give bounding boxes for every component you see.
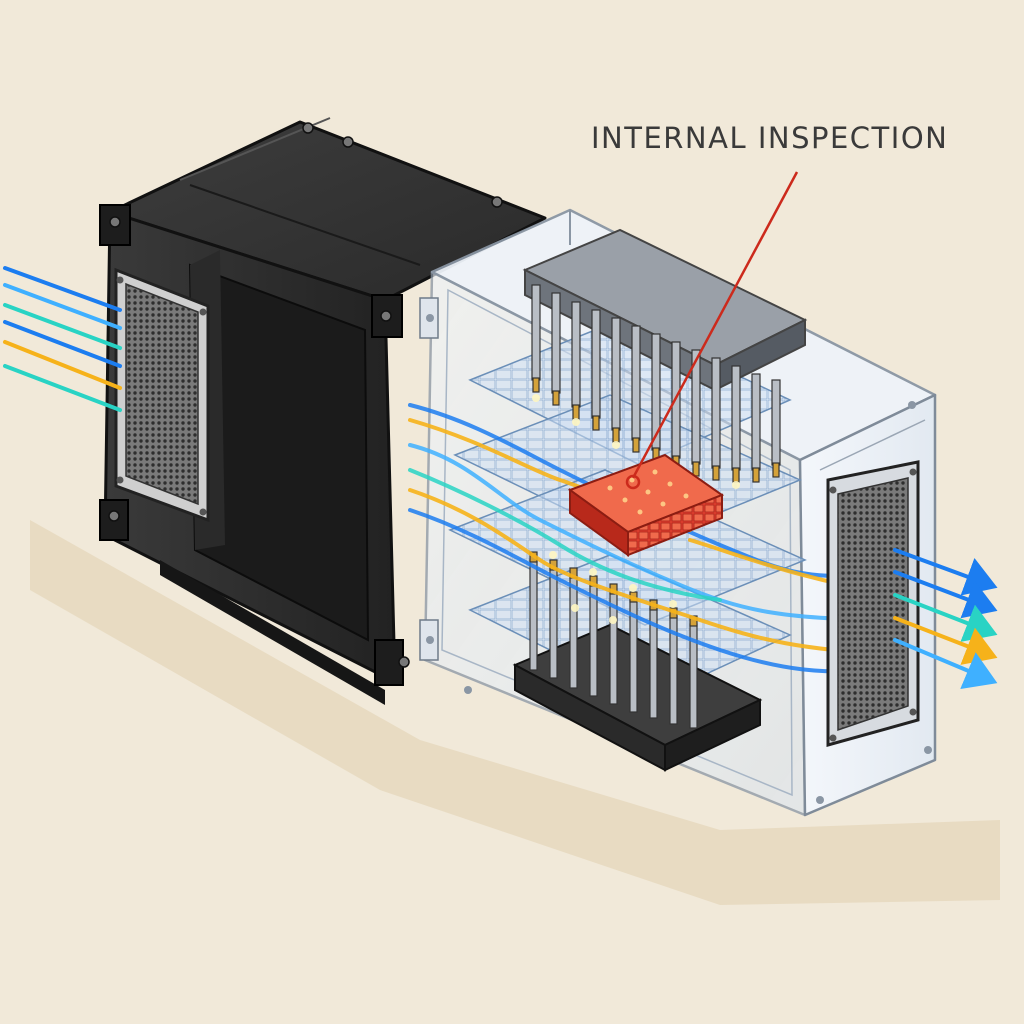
callout-label: INTERNAL INSPECTION: [591, 121, 948, 155]
probe-pins-bottom: [529, 551, 698, 729]
intake-filter-icon: [114, 267, 210, 523]
airflow-arrow-icon: [893, 548, 998, 690]
ground-shadow: [30, 520, 1000, 905]
callout-target: [625, 474, 641, 490]
probe-pins-top: [531, 284, 781, 483]
chip-icon: [567, 453, 725, 557]
callout: INTERNAL INSPECTION: [591, 121, 948, 490]
callout-line: [631, 171, 799, 479]
exhaust-filter-icon: [826, 460, 920, 747]
